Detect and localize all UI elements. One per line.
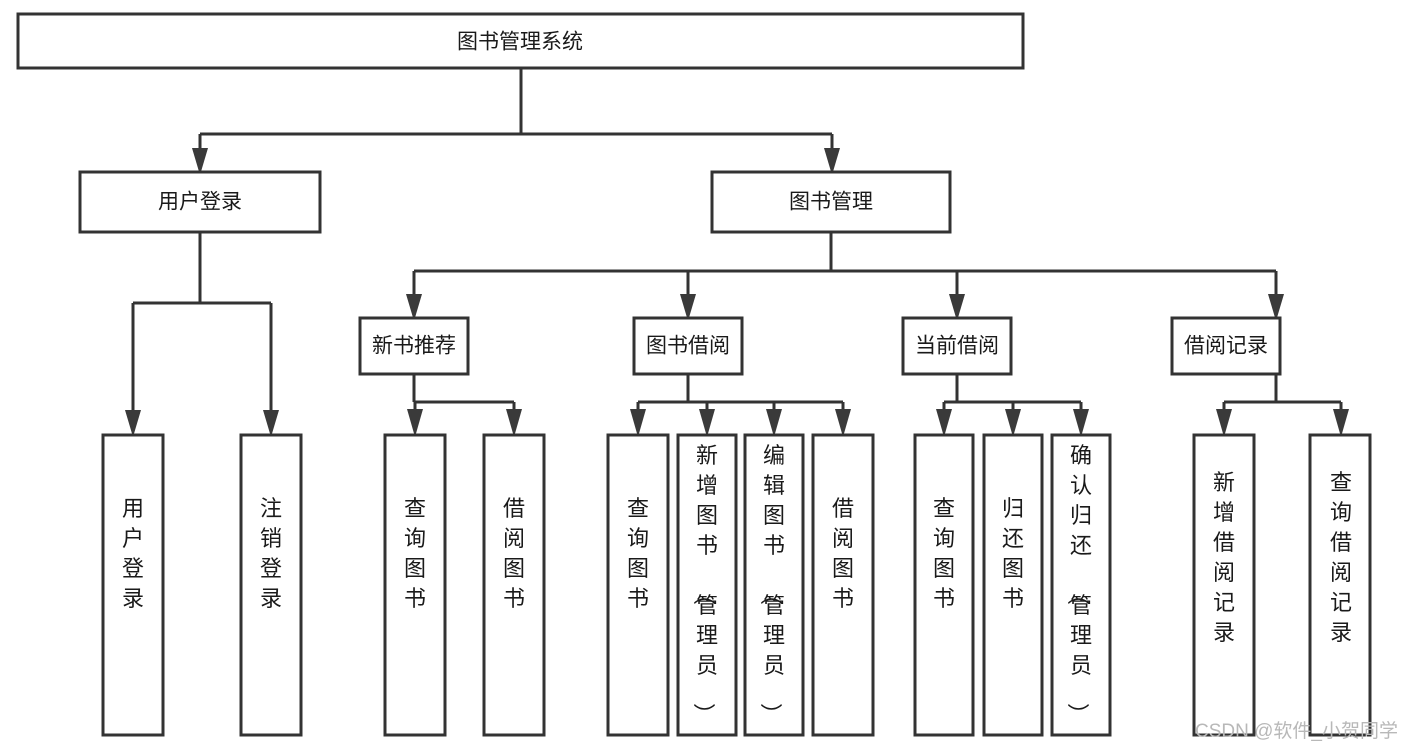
- leaf-node-layer: 用户登录 注销登录 查询图书 借阅图书 查询图书 新增图书（管理员）: [101, 433, 1372, 737]
- node-book-manage[interactable]: 图书管理: [710, 170, 952, 234]
- node-leaf-user-login-label: 用户登录: [122, 496, 144, 611]
- node-current-borrow-label: 当前借阅: [915, 335, 999, 358]
- node-book-manage-label: 图书管理: [789, 191, 873, 214]
- node-leaf-edit-book-label: 编辑图书（管理员）: [758, 443, 785, 725]
- arrow-down-icon: [125, 410, 141, 437]
- node-leaf-borrow-book-2[interactable]: 借阅图书: [811, 433, 875, 737]
- node-book-borrow[interactable]: 图书借阅: [632, 316, 744, 376]
- node-leaf-confirm-return-box: [1050, 433, 1112, 737]
- node-root[interactable]: 图书管理系统: [16, 12, 1025, 70]
- node-leaf-add-book-box: [676, 433, 738, 737]
- node-book-manage-box: [710, 170, 952, 234]
- arrow-down-icon: [824, 148, 840, 175]
- node-leaf-query-record-label: 查询借阅记录: [1330, 470, 1352, 645]
- node-new-book-recommend-box: [358, 316, 470, 376]
- node-leaf-query-book-2[interactable]: 查询图书: [606, 433, 670, 737]
- arrow-down-icon: [766, 409, 782, 437]
- node-leaf-user-logout[interactable]: 注销登录: [239, 433, 303, 737]
- node-borrow-record-label: 借阅记录: [1184, 335, 1268, 358]
- node-leaf-query-book-3-label: 查询图书: [933, 496, 955, 611]
- arrow-down-icon: [506, 409, 522, 437]
- node-current-borrow-box: [901, 316, 1013, 376]
- arrow-down-icon: [936, 409, 952, 437]
- node-leaf-query-book-3[interactable]: 查询图书: [913, 433, 975, 737]
- node-leaf-query-book-1-box: [383, 433, 447, 737]
- arrow-down-icon: [1073, 409, 1089, 437]
- node-borrow-record[interactable]: 借阅记录: [1170, 316, 1282, 376]
- node-leaf-return-book[interactable]: 归还图书: [982, 433, 1044, 737]
- node-borrow-record-box: [1170, 316, 1282, 376]
- node-leaf-add-record[interactable]: 新增借阅记录: [1192, 433, 1256, 737]
- node-leaf-user-login[interactable]: 用户登录: [101, 433, 165, 737]
- arrow-down-icon: [192, 148, 208, 175]
- node-leaf-query-book-1[interactable]: 查询图书: [383, 433, 447, 737]
- arrow-down-icon: [263, 410, 279, 437]
- node-leaf-add-book[interactable]: 新增图书（管理员）: [676, 433, 738, 737]
- arrow-down-icon: [680, 294, 696, 321]
- node-leaf-query-book-3-box: [913, 433, 975, 737]
- node-leaf-query-book-2-label: 查询图书: [627, 496, 649, 611]
- node-leaf-add-book-label: 新增图书（管理员）: [691, 443, 718, 725]
- node-leaf-add-record-box: [1192, 433, 1256, 737]
- node-root-label: 图书管理系统: [457, 31, 583, 54]
- node-leaf-borrow-book-2-label: 借阅图书: [832, 496, 854, 611]
- node-root-box: [16, 12, 1025, 70]
- node-user-login-label: 用户登录: [158, 191, 242, 214]
- node-leaf-return-book-label: 归还图书: [1002, 496, 1024, 611]
- arrow-down-icon: [835, 409, 851, 437]
- node-new-book-recommend-label: 新书推荐: [372, 335, 456, 358]
- node-leaf-confirm-return-label: 确认归还（管理员）: [1065, 443, 1092, 725]
- node-leaf-add-record-label: 新增借阅记录: [1213, 470, 1235, 645]
- node-leaf-edit-book[interactable]: 编辑图书（管理员）: [743, 433, 805, 737]
- arrow-down-icon: [699, 409, 715, 437]
- node-leaf-query-record[interactable]: 查询借阅记录: [1308, 433, 1372, 737]
- node-leaf-borrow-book-2-box: [811, 433, 875, 737]
- node-user-login[interactable]: 用户登录: [78, 170, 322, 234]
- arrow-down-icon: [1333, 409, 1349, 437]
- arrow-down-icon: [949, 294, 965, 321]
- arrowhead-layer: [125, 148, 1349, 437]
- arrow-down-icon: [1005, 409, 1021, 437]
- csdn-watermark: CSDN @软件_小贺同学: [1195, 720, 1398, 742]
- arrow-down-icon: [407, 409, 423, 437]
- arrow-down-icon: [406, 294, 422, 321]
- node-leaf-query-book-1-label: 查询图书: [404, 496, 426, 611]
- node-leaf-query-record-box: [1308, 433, 1372, 737]
- node-leaf-borrow-book-1-label: 借阅图书: [503, 496, 525, 611]
- node-leaf-borrow-book-1-box: [482, 433, 546, 737]
- node-user-login-box: [78, 170, 322, 234]
- node-new-book-recommend[interactable]: 新书推荐: [358, 316, 470, 376]
- arrow-down-icon: [630, 409, 646, 437]
- node-leaf-user-logout-label: 注销登录: [260, 496, 282, 611]
- node-leaf-confirm-return[interactable]: 确认归还（管理员）: [1050, 433, 1112, 737]
- node-leaf-user-login-box: [101, 433, 165, 737]
- node-book-borrow-label: 图书借阅: [646, 335, 730, 358]
- node-leaf-edit-book-box: [743, 433, 805, 737]
- arrow-down-icon: [1216, 409, 1232, 437]
- node-leaf-query-book-2-box: [606, 433, 670, 737]
- node-current-borrow[interactable]: 当前借阅: [901, 316, 1013, 376]
- node-book-borrow-box: [632, 316, 744, 376]
- arrow-down-icon: [1268, 294, 1284, 321]
- node-leaf-borrow-book-1[interactable]: 借阅图书: [482, 433, 546, 737]
- node-leaf-return-book-box: [982, 433, 1044, 737]
- node-leaf-user-logout-box: [239, 433, 303, 737]
